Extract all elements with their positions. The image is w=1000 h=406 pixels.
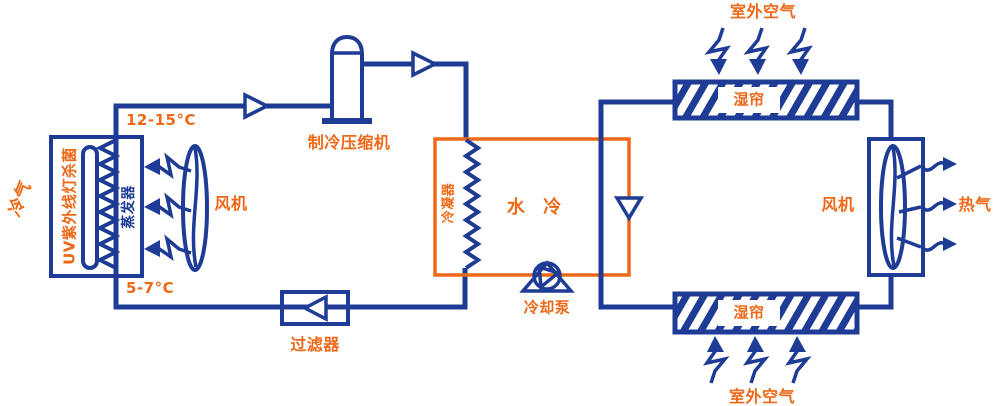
outdoor-air-top-label: 室外空气	[729, 2, 797, 21]
airflow-bolt-icon	[705, 334, 727, 385]
duct-right-top-pipe	[857, 99, 894, 139]
airflow-curve-icon	[921, 241, 947, 252]
right-fan-label: 风机	[821, 195, 855, 214]
right-fan-symbol	[867, 137, 957, 277]
cooling-pump-symbol	[519, 260, 575, 293]
outdoor-air-arrows-top	[707, 26, 811, 77]
uv-lamp-icon	[81, 145, 99, 270]
compressor-base	[322, 118, 372, 124]
filter-outline	[280, 290, 350, 326]
fan-housing	[867, 137, 925, 277]
water-cooling-label: 水 冷	[506, 197, 568, 218]
pump-stand	[519, 260, 575, 293]
airflow-bolt-icon	[789, 26, 811, 77]
duct-left-pipe	[598, 99, 675, 310]
suction-and-liquid-pipe	[113, 103, 468, 310]
pump-impeller	[536, 264, 562, 291]
air-duct-pipes	[598, 99, 894, 310]
wet-curtain-bottom	[672, 291, 860, 335]
refrigerant-loop-pipes	[113, 61, 469, 310]
compressor-symbol	[322, 34, 372, 124]
compressor-icon	[330, 34, 364, 120]
supply-temp-label: 12-15°C	[126, 111, 196, 129]
wet-curtain-bottom-label: 湿帘	[733, 303, 765, 322]
fan-outlet-line	[896, 236, 922, 249]
arrowhead	[943, 157, 957, 171]
uv-chamber-outline	[49, 135, 144, 278]
return-temp-label: 5-7°C	[126, 279, 175, 297]
curtain-label-gap	[718, 300, 780, 326]
filter-symbol	[280, 290, 350, 326]
cooling-pump-label: 冷却泵	[523, 298, 571, 317]
outdoor-air-arrows-bottom	[705, 334, 809, 385]
uv-chamber-box	[49, 135, 144, 278]
water-cooling-box	[433, 137, 645, 277]
flow-arrow-down-icon	[613, 196, 645, 222]
fan-blade-seam	[191, 147, 199, 268]
airflow-curve-icon	[921, 161, 947, 172]
airflow-bolt-icon	[746, 26, 768, 77]
duct-right-bottom-pipe	[857, 275, 894, 310]
fan-icon	[879, 144, 907, 270]
airflow-bolt-icon	[707, 26, 729, 77]
hot-air-label: 热气	[958, 195, 992, 214]
fan-outlet-line	[898, 205, 922, 214]
flow-arrow-left-icon	[301, 294, 328, 322]
curtain-label-gap	[718, 87, 780, 113]
fan-blade-seam	[889, 146, 897, 267]
flow-arrow-right-icon	[411, 50, 439, 78]
evaporator-coil-icon	[95, 138, 121, 270]
discharge-pipe	[362, 61, 469, 140]
condenser-label: 冷凝器	[441, 182, 457, 224]
wet-curtain-top	[672, 79, 860, 121]
hot-air-arrows	[921, 157, 957, 252]
left-fan-symbol	[142, 144, 209, 272]
flow-arrow-right-icon	[243, 92, 271, 120]
compressor-label: 制冷压缩机	[307, 133, 391, 152]
airflow-bolt-icon	[787, 334, 809, 385]
arrowhead	[943, 197, 957, 211]
airflow-bolt-icon	[745, 334, 767, 385]
arrowhead	[943, 237, 957, 251]
airflow-curve-icon	[921, 201, 947, 212]
pump-icon	[532, 261, 562, 291]
wet-curtain-top-label: 湿帘	[733, 90, 765, 109]
filter-label: 过滤器	[290, 335, 340, 354]
evaporator-label: 蒸发器	[121, 185, 137, 229]
condenser-coil-icon	[462, 138, 482, 270]
outdoor-air-bottom-label: 室外空气	[728, 387, 796, 406]
fan-outlet-line	[896, 164, 922, 180]
uv-lamp-label: UV紫外线灯杀菌	[60, 147, 79, 265]
left-fan-label: 风机	[214, 194, 248, 213]
